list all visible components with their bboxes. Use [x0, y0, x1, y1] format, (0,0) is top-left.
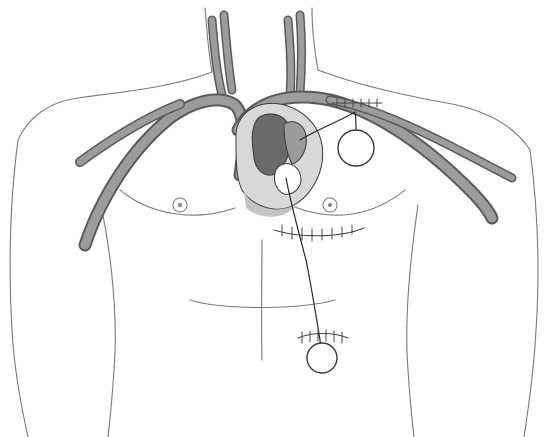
- abdominal-generator-body: [307, 343, 337, 373]
- sternotomy-suture: [274, 225, 364, 241]
- heart: [236, 103, 323, 216]
- neck-veins: [212, 15, 302, 95]
- abdominal-pulse-generator: [298, 330, 348, 373]
- right-nipple-center: [178, 203, 182, 207]
- chest-generator-body: [338, 130, 374, 166]
- left-nipple-center: [328, 203, 332, 207]
